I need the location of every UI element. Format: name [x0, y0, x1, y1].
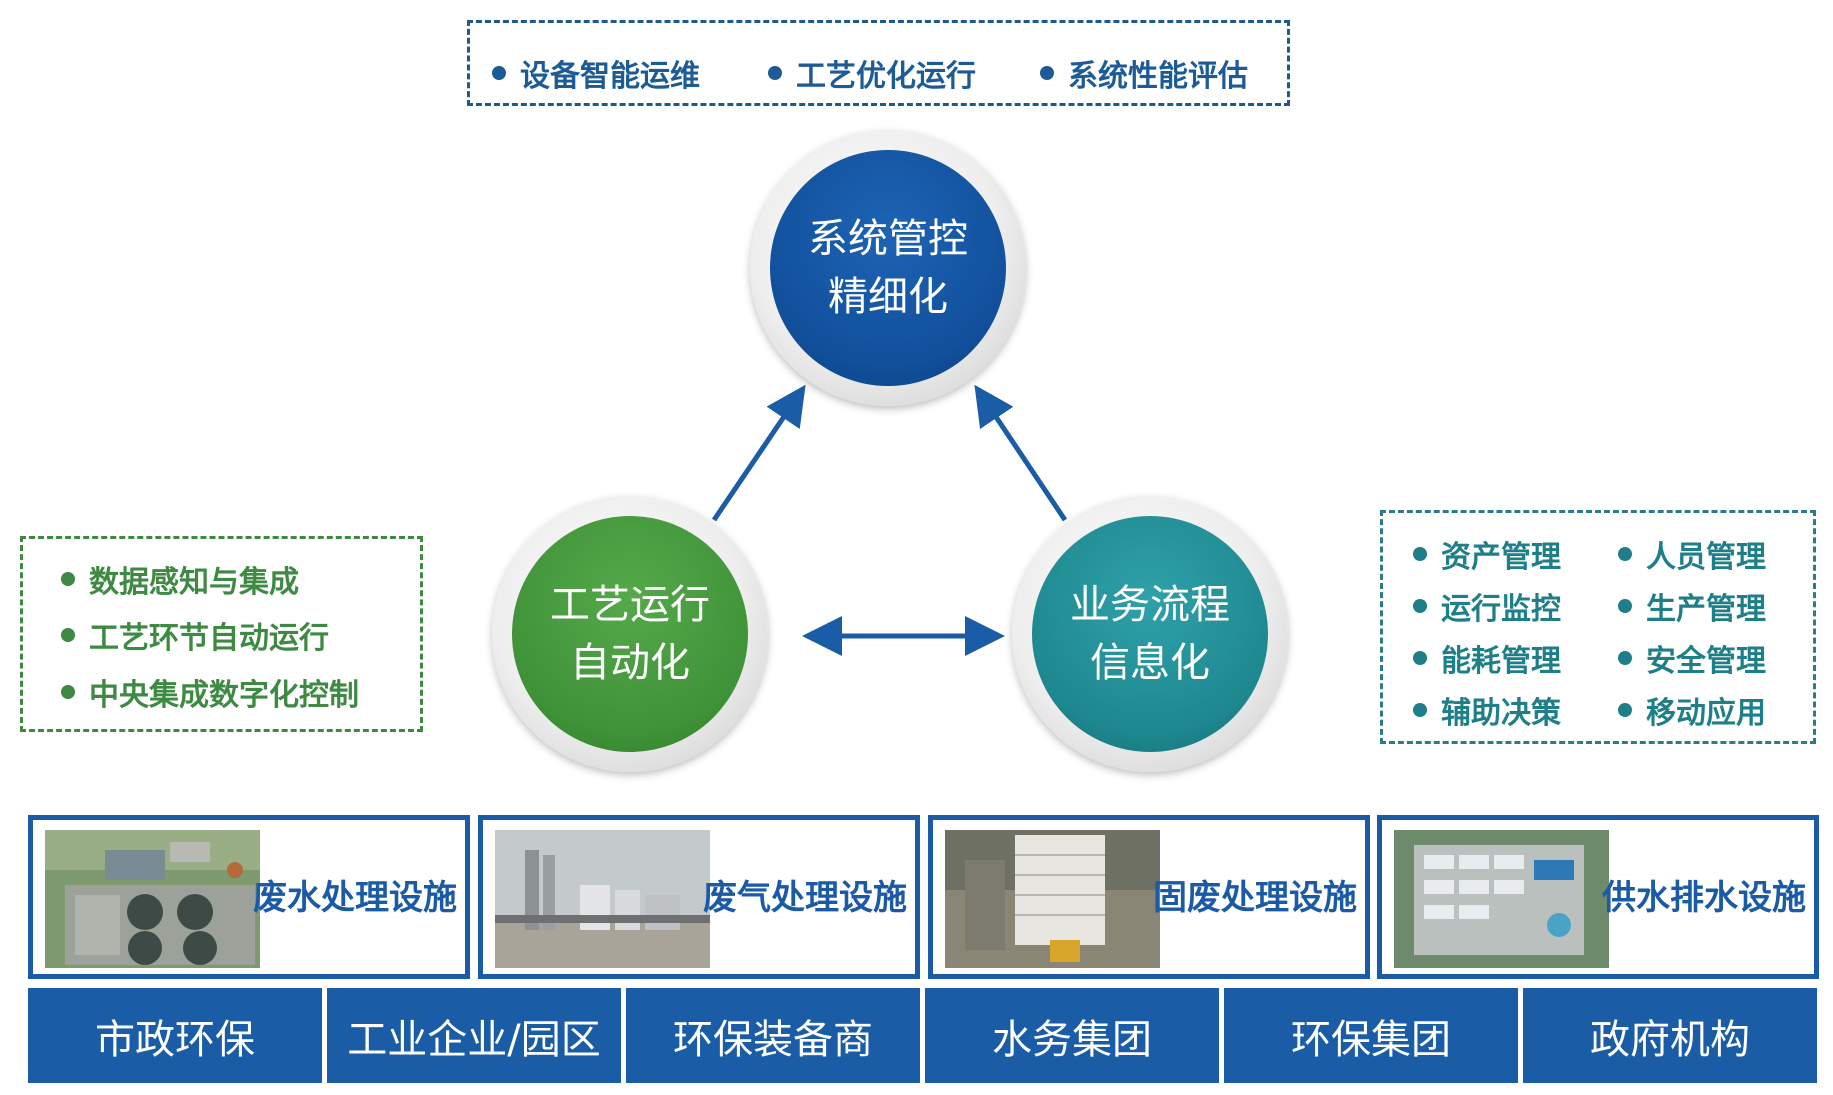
right-feature-item: 能耗管理 [1413, 636, 1561, 680]
facility-label: 供水排水设施 [1602, 878, 1806, 918]
right-feature-item: 移动应用 [1618, 688, 1766, 732]
bullet-dot [1618, 703, 1632, 717]
bullet-dot [1413, 547, 1427, 561]
left-feature-item: 中央集成数字化控制 [61, 670, 359, 714]
bullet-dot [61, 572, 75, 586]
facility-water-supply-drainage: 供水排水设施 [1377, 815, 1819, 979]
top-feature-item: 系统性能评估 [1040, 51, 1248, 95]
bullet-dot [61, 628, 75, 642]
bullet-dot [1413, 651, 1427, 665]
bullet-dot [1413, 703, 1427, 717]
bullet-dot [1618, 547, 1632, 561]
facility-solid-waste: 固废处理设施 [928, 815, 1370, 979]
arrow-left-to-top [711, 384, 806, 522]
circle-process-automation: 工艺运行 自动化 [512, 516, 748, 752]
circle-label-line: 信息化 [1090, 640, 1210, 686]
circle-label-line: 工艺运行 [550, 582, 710, 628]
right-feature-item: 人员管理 [1618, 532, 1766, 576]
circle-label-line: 精细化 [828, 274, 948, 320]
top-features-box: 设备智能运维 工艺优化运行 系统性能评估 [467, 20, 1290, 106]
right-feature-item: 生产管理 [1618, 584, 1766, 628]
right-feature-item: 辅助决策 [1413, 688, 1561, 732]
circle-system-control: 系统管控 精细化 [770, 150, 1006, 386]
bullet-dot [1618, 599, 1632, 613]
facility-label: 固废处理设施 [1153, 878, 1357, 918]
circle-label-line: 业务流程 [1070, 582, 1230, 628]
bullet-dot [768, 66, 782, 80]
circle-business-informatization: 业务流程 信息化 [1032, 516, 1268, 752]
top-feature-item: 设备智能运维 [492, 51, 700, 95]
circle-label-line: 自动化 [570, 640, 690, 686]
bullet-dot [492, 66, 506, 80]
bullet-dot [1618, 651, 1632, 665]
category-water-group: 水务集团 [925, 988, 1219, 1083]
solid-waste-plant-image [945, 830, 1160, 968]
left-feature-item: 数据感知与集成 [61, 557, 299, 601]
facility-label: 废气处理设施 [703, 878, 907, 918]
right-features-box: 资产管理 人员管理 运行监控 生产管理 能耗管理 安全管理 辅助决策 移动应用 [1380, 510, 1816, 744]
bullet-dot [1413, 599, 1427, 613]
facility-label: 废水处理设施 [253, 878, 457, 918]
category-government: 政府机构 [1523, 988, 1817, 1083]
facility-wastewater: 废水处理设施 [28, 815, 470, 979]
left-features-box: 数据感知与集成 工艺环节自动运行 中央集成数字化控制 [20, 536, 423, 732]
category-industrial-park: 工业企业/园区 [327, 988, 621, 1083]
circle-label-line: 系统管控 [808, 216, 968, 262]
wastewater-plant-image [45, 830, 260, 968]
bullet-dot [1040, 66, 1054, 80]
bullet-dot [61, 685, 75, 699]
top-feature-item: 工艺优化运行 [768, 51, 976, 95]
category-env-group: 环保集团 [1224, 988, 1518, 1083]
arrow-right-to-top [974, 384, 1068, 522]
left-feature-item: 工艺环节自动运行 [61, 613, 329, 657]
category-equipment-vendor: 环保装备商 [626, 988, 920, 1083]
right-feature-item: 运行监控 [1413, 584, 1561, 628]
right-feature-item: 安全管理 [1618, 636, 1766, 680]
facility-exhaust-gas: 废气处理设施 [478, 815, 920, 979]
right-feature-item: 资产管理 [1413, 532, 1561, 576]
exhaust-gas-plant-image [495, 830, 710, 968]
water-supply-plant-image [1394, 830, 1609, 968]
category-municipal-env: 市政环保 [28, 988, 322, 1083]
